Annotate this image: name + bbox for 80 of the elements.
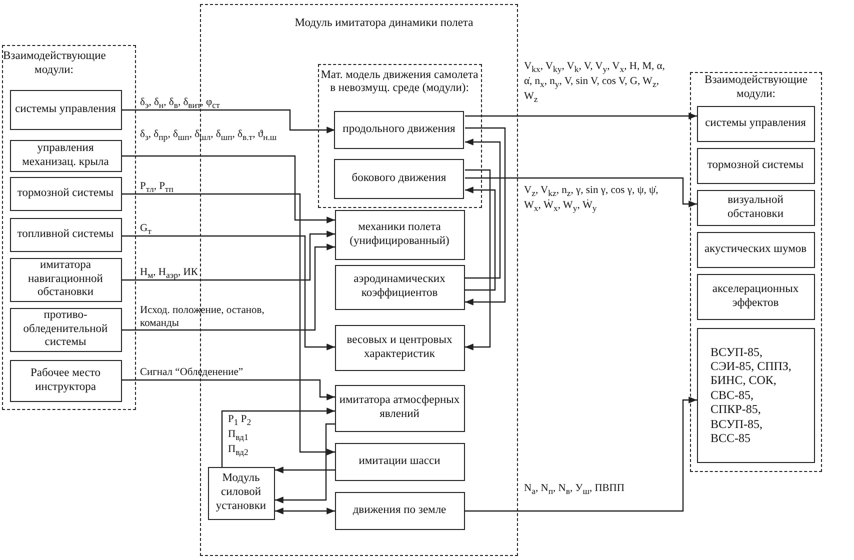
arrow xyxy=(122,155,335,224)
module-box xyxy=(696,232,814,268)
arrow xyxy=(465,396,697,512)
module-box xyxy=(208,466,274,520)
arrow xyxy=(465,177,697,208)
arrow xyxy=(122,244,335,331)
module-label: акустических шумов xyxy=(704,242,807,256)
module-label: весовых и центровых характеристик xyxy=(346,334,454,362)
edge-label: P$_{тл}$, P$_{тп}$ xyxy=(140,180,174,196)
edge-label: P$_{1}$ P$_{2}$ П$_{вд1}$ П$_{вд2}$ xyxy=(228,413,252,458)
edge-label: H$_{м}$, H$_{аэр}$, ИК xyxy=(140,266,198,282)
module-label: противо-обледенительной системы xyxy=(22,308,109,350)
module-label: движения по земле xyxy=(352,504,446,518)
arrow xyxy=(465,169,491,350)
arrow xyxy=(275,508,335,514)
edge-label: N$_{а}$, N$_{п}$, N$_{в}$, У$_{ш}$, ПВПП xyxy=(524,482,626,498)
arrow xyxy=(465,127,506,306)
module-label: тормозной системы xyxy=(707,158,804,172)
module-label: механики полета (унифицированный) xyxy=(348,220,450,248)
module-group-frame xyxy=(318,64,482,208)
module-box xyxy=(696,106,814,142)
arrow xyxy=(122,109,335,134)
module-group-frame xyxy=(2,45,136,410)
module-box xyxy=(334,210,464,260)
module-label: аэродинамических коэффициентов xyxy=(352,273,446,301)
module-label: имитатора навигационной обстановки xyxy=(27,258,104,300)
group-title: Мат. модель движения самолета в невозмущ. среде (модули): xyxy=(320,68,480,96)
arrow xyxy=(122,379,335,400)
module-label: имитатора атмосферных явлений xyxy=(338,394,460,422)
edge-label: δ$_{э}$, δ$_{н}$, δ$_{в}$, δ$_{вит}$, φ$_{ст}$ xyxy=(140,96,220,112)
edge-label: G$_{т}$ xyxy=(140,222,152,238)
module-label: топливной системы xyxy=(17,228,114,242)
arrow xyxy=(275,466,335,474)
module-label: визуальной обстановки xyxy=(726,194,785,222)
arrow xyxy=(122,235,335,350)
module-label: системы управления xyxy=(15,102,116,116)
module-box xyxy=(696,328,814,462)
module-label: управления механизац. крыла xyxy=(21,142,110,170)
arrow xyxy=(122,193,335,456)
module-group-frame xyxy=(690,72,822,472)
edge-label: δ$_{з}$, δ$_{пр}$, δ$_{шп}$, δ$_{шл}$, δ$_{шп}$, δ$_{в.т}$, ϑ$_{н.ш}$ xyxy=(140,128,278,144)
module-box xyxy=(334,492,464,530)
module-label: акселерационных эффектов xyxy=(711,282,800,310)
edge-label: V$_{kx}$, V$_{ky}$, V$_{k}$, V, V$_{y}$, V$_{x}$, H, M, α, α̇, n$_{x}$, n$_{y}$, V, sin V, cos V, G, W$_{z}$, W$_{z}$ xyxy=(524,60,666,106)
module-box xyxy=(696,190,814,226)
arrow xyxy=(275,423,335,504)
group-title: Взаимодействующие модули: xyxy=(704,74,808,102)
arrow xyxy=(122,230,335,281)
module-box xyxy=(696,274,814,320)
module-box xyxy=(10,308,122,352)
module-box xyxy=(10,360,122,402)
group-title: Модуль имитатора динамики полета xyxy=(294,17,474,31)
module-label: ВСУП-85, СЭИ-85, СППЗ, БИНС, СОК, СВС-85, СПКР-85, ВСУП-85, ВСС-85 xyxy=(710,344,792,446)
arrow xyxy=(465,186,496,291)
module-box xyxy=(10,218,122,252)
module-label: продольного движения xyxy=(342,123,456,137)
arrow xyxy=(221,408,335,467)
module-label: бокового движения xyxy=(352,172,446,186)
module-box xyxy=(10,140,122,172)
module-box xyxy=(334,111,464,149)
module-box xyxy=(334,384,464,432)
module-label: системы управления xyxy=(705,116,806,130)
module-box xyxy=(10,90,122,130)
module-box xyxy=(696,148,814,184)
arrow xyxy=(465,138,501,279)
module-label: Рабочее место инструктора xyxy=(29,366,102,394)
module-box xyxy=(10,176,122,210)
module-label: тормозной системы xyxy=(17,186,114,200)
module-box xyxy=(334,324,464,370)
edge-label: V$_{z}$, V$_{kz}$, n$_{z}$, γ, sin γ, cos γ, ψ, ψ̇, W$_{x}$, Ẇ$_{x}$, W$_{y}$, Ẇ$_{y}$ xyxy=(524,184,660,214)
arrow xyxy=(465,112,697,120)
module-box xyxy=(10,258,122,302)
module-box xyxy=(334,264,464,310)
module-box xyxy=(334,159,464,199)
edge-label: Сигнал “Обледенение” xyxy=(140,366,244,380)
module-label: имитации шасси xyxy=(358,454,440,468)
module-label: Модуль силовой установки xyxy=(214,472,268,514)
group-title: Взаимодействующие модули: xyxy=(3,50,105,78)
edge-label: Исход. положение, останов, команды xyxy=(140,304,266,330)
module-box xyxy=(334,442,464,480)
